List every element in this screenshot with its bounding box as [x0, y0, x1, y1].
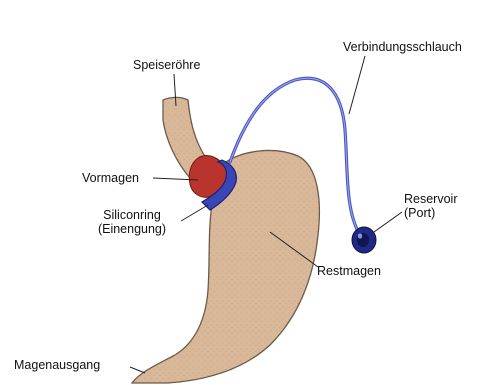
label-magenausgang: Magenausgang: [14, 358, 100, 372]
reservoir-port: [352, 227, 376, 253]
label-reservoir: Reservoir (Port): [404, 192, 458, 220]
label-siliconring-line1: Siliconring: [82, 208, 182, 222]
label-restmagen: Restmagen: [317, 264, 381, 278]
label-reservoir-line2: (Port): [404, 206, 458, 220]
leader-reservoir: [374, 212, 402, 232]
leader-verbindungsschlauch: [349, 56, 365, 114]
label-siliconring-line2: (Einengung): [82, 222, 182, 236]
label-vormagen: Vormagen: [82, 171, 139, 185]
label-verbindungsschlauch: Verbindungsschlauch: [343, 40, 462, 54]
label-reservoir-line1: Reservoir: [404, 192, 458, 206]
label-siliconring: Siliconring (Einengung): [82, 208, 182, 236]
label-speiseroehre: Speiseröhre: [133, 58, 200, 72]
leader-magenausgang: [130, 367, 145, 373]
leader-siliconring: [181, 205, 208, 221]
